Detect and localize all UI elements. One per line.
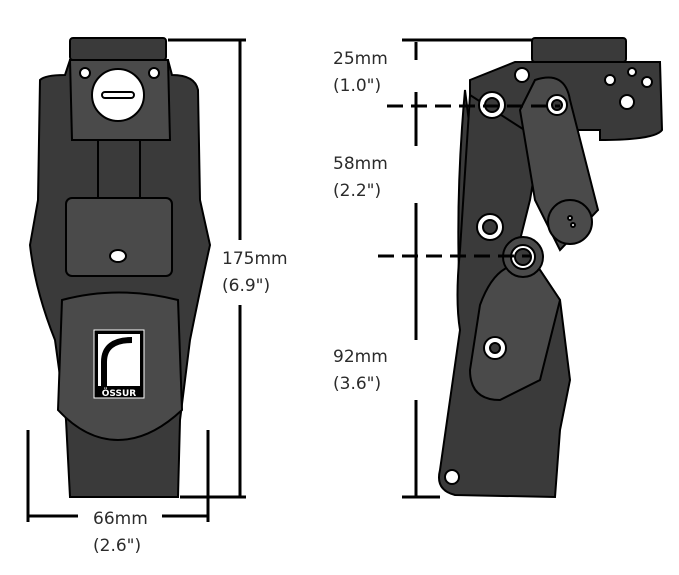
front-view-knee: ÖSSUR bbox=[28, 37, 212, 498]
side-bottom-mm: 92mm bbox=[333, 347, 388, 367]
side-mid-in: (2.2") bbox=[333, 181, 381, 201]
side-view-knee bbox=[438, 37, 664, 499]
side-top-mm: 25mm bbox=[333, 49, 388, 69]
side-dimension-lines bbox=[378, 38, 560, 499]
front-width-in: (2.6") bbox=[93, 536, 141, 556]
side-top-in: (1.0") bbox=[333, 76, 381, 96]
front-height-mm: 175mm bbox=[222, 249, 288, 269]
ossur-logo-text: ÖSSUR bbox=[102, 388, 137, 399]
front-height-in: (6.9") bbox=[222, 276, 270, 296]
side-bottom-in: (3.6") bbox=[333, 374, 381, 394]
front-width-mm: 66mm bbox=[93, 509, 148, 529]
front-width-dimension bbox=[26, 430, 210, 522]
side-mid-mm: 58mm bbox=[333, 154, 388, 174]
front-height-dimension bbox=[168, 38, 246, 499]
